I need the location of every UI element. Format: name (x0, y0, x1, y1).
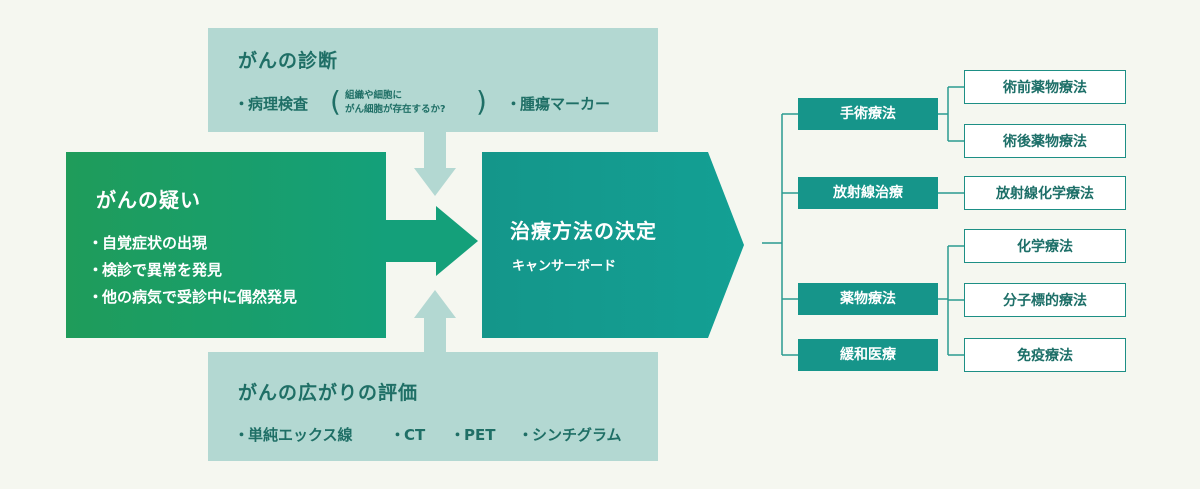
category-drug: 薬物療法 (798, 283, 938, 315)
spread-panel (208, 352, 658, 461)
spread-item-scintigram: ・シンチグラム (518, 426, 622, 444)
arrow-up-icon (414, 290, 456, 354)
diagnosis-title: がんの診断 (238, 50, 339, 72)
decision-subtitle: キャンサーボード (512, 259, 617, 274)
spread-item-xray: ・単純エックス線 (234, 426, 353, 444)
leaf-targeted-therapy: 分子標的療法 (964, 283, 1126, 317)
left-paren: ( (330, 85, 341, 118)
arrow-down-icon (414, 132, 456, 196)
suspicion-item-incidental: ・他の病気で受診中に偶然発見 (88, 288, 298, 306)
category-palliative: 緩和医療 (798, 339, 938, 371)
spread-item-pet: ・PET (450, 426, 496, 444)
diagnosis-paren-line2: がん細胞が存在するか? (345, 104, 446, 115)
suspicion-title: がんの疑い (96, 188, 201, 212)
diagnosis-item-marker: ・腫瘍マーカー (506, 95, 611, 113)
diagnosis-panel (208, 28, 658, 132)
suspicion-arrow (66, 152, 478, 338)
leaf-chemotherapy: 化学療法 (964, 229, 1126, 263)
suspicion-item-symptoms: ・自覚症状の出現 (88, 234, 208, 252)
decision-arrow (482, 152, 744, 338)
spread-item-ct: ・CT (390, 426, 426, 444)
decision-title: 治療方法の決定 (510, 219, 657, 243)
right-paren: ) (476, 85, 487, 118)
category-surgery: 手術療法 (798, 98, 938, 130)
diagnosis-item-pathology: ・病理検査 (234, 95, 309, 113)
suspicion-item-screening: ・検診で異常を発見 (88, 261, 223, 279)
leaf-immunotherapy: 免疫療法 (964, 338, 1126, 372)
leaf-postoperative-drug: 術後薬物療法 (964, 124, 1126, 158)
spread-title: がんの広がりの評価 (238, 382, 419, 404)
leaf-chemoradiation: 放射線化学療法 (964, 176, 1126, 210)
diagnosis-paren-line1: 組織や細胞に (345, 90, 403, 101)
leaf-preoperative-drug: 術前薬物療法 (964, 70, 1126, 104)
category-radiation: 放射線治療 (798, 177, 938, 209)
